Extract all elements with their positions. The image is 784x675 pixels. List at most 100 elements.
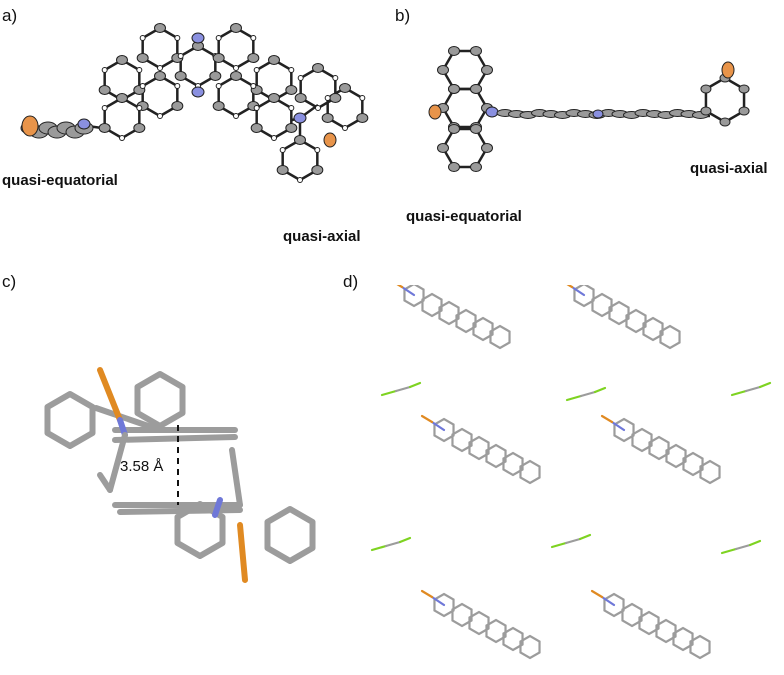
hydrogen-atom [288,105,295,111]
carbon-atom [470,83,482,94]
ring-bond [441,49,489,91]
carbon-atom [230,23,242,33]
hydrogen-atom [297,177,303,183]
panel-a-axial-label: quasi-axial [283,228,361,245]
oxygen-atom [323,132,337,148]
stick-bond [229,447,243,508]
packing-bond [566,285,574,289]
pi-stacking-distance-label: 3.58 Å [120,458,164,475]
carbon-atom [116,55,128,65]
stick-ring [44,391,96,449]
carbon-atom [339,83,351,93]
stick-ring [134,371,186,429]
packing-bond [394,385,412,393]
stick-bond [97,472,113,493]
carbon-atom [321,113,334,123]
stick-bond [93,405,163,433]
packing-bond [430,595,446,607]
packing-bond [590,589,604,599]
hydrogen-atom [233,65,239,71]
packing-ring [642,316,664,342]
packing-ring [665,443,687,469]
carbon-atom [481,143,493,153]
carbon-atom [98,85,111,95]
panel-a-atoms [20,23,369,183]
carbon-atom [448,45,460,56]
hydrogen-atom [177,53,184,59]
packing-bond [384,540,402,548]
hydrogen-atom [253,105,260,111]
carbon-atom [116,93,128,103]
panel-b-label: b) [395,6,411,25]
hydrogen-atom [250,83,257,89]
ring-bond [281,138,319,182]
carbon-atom [230,71,242,81]
nitrogen-atom [77,118,91,130]
carbon-atom [212,101,225,111]
oxygen-atom [21,115,39,137]
packing-ring [682,451,704,477]
panel-b-axial-label: quasi-axial [690,160,768,177]
packing-ring [502,451,524,477]
packing-bond [408,381,422,389]
hydrogen-atom [119,135,125,141]
carbon-atom [250,123,263,133]
packing-ring [519,634,541,660]
carbon-atom [719,117,731,127]
packing-bond [420,414,434,424]
carbon-atom [311,165,324,175]
nitrogen-atom [191,32,205,44]
carbon-atom [294,93,307,103]
packing-ring [455,308,477,334]
stick-ring [174,501,226,559]
hydrogen-atom [136,67,143,73]
stick-bond [212,497,223,518]
carbon-atom [136,53,149,63]
packing-bond [565,394,583,402]
ring-bond [441,87,489,129]
ring-bond [179,44,217,88]
carbon-atom [437,65,449,75]
hydrogen-atom [139,35,146,41]
packing-bond [593,386,607,394]
hydrogen-atom [215,35,222,41]
packing-bond [398,536,412,544]
carbon-atom [738,84,750,94]
hydrogen-atom [279,147,286,153]
stick-bond [107,432,128,493]
carbon-atom [448,162,460,173]
packing-ring [659,324,681,350]
packing-bond [396,285,404,289]
ring-bond [217,26,255,70]
packing-bond [370,544,388,552]
packing-bond [610,420,626,432]
packing-ring [608,300,630,326]
packing-ring [655,618,677,644]
packing-bond [564,537,582,545]
panel-d-packing-sticks [370,285,772,660]
carbon-atom [470,45,482,56]
panel-a-ortep-structure [20,23,369,183]
carbon-atom [174,71,187,81]
packing-bond [550,541,568,549]
hydrogen-atom [174,83,181,89]
packing-bond [730,389,748,397]
ring-bond [217,74,255,118]
hydrogen-atom [359,95,366,101]
packing-ring [472,316,494,342]
oxygen-atom [428,104,442,120]
oxygen-atom [721,61,735,79]
panel-b-ortep-side-view [428,45,750,173]
carbon-atom [294,135,306,145]
carbon-atom [700,84,712,94]
ring-bond [441,127,489,169]
hydrogen-atom [332,75,339,81]
hydrogen-atom [101,67,108,73]
packing-ring [699,459,721,485]
panel-a-equatorial-label: quasi-equatorial [2,172,118,189]
carbon-atom [285,123,298,133]
stick-bond [97,367,123,423]
carbon-atom [171,101,184,111]
panel-c-label: c) [2,272,17,291]
packing-ring [502,626,524,652]
